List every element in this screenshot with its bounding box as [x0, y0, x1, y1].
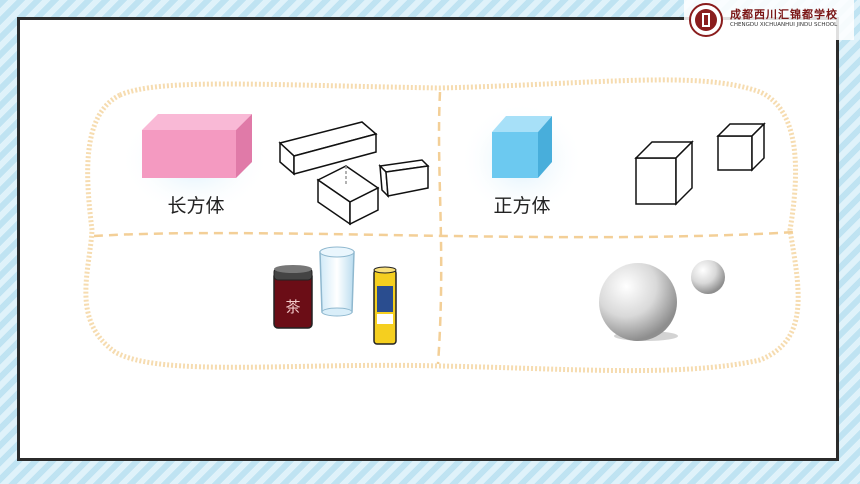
blue-cube-icon	[492, 116, 552, 178]
vertical-divider	[436, 91, 443, 365]
school-name-cn: 成都西川汇锦都学校	[730, 8, 838, 21]
cube-label: 正方体	[493, 195, 550, 217]
horizontal-divider	[93, 230, 797, 239]
large-sphere-icon	[599, 263, 678, 341]
small-sphere-icon	[691, 260, 725, 294]
school-logo: 成都西川汇锦都学校 CHENGDU XICHUANHUI JINDU SCHOO…	[684, 0, 854, 40]
school-seal-icon	[689, 3, 723, 37]
glass-cup-icon	[319, 246, 355, 317]
tea-can-icon: 茶	[273, 265, 313, 329]
pink-cuboid-icon	[142, 114, 252, 178]
wireframe-cuboid-1-icon	[278, 121, 378, 176]
wireframe-cube-1-icon	[634, 140, 694, 206]
yellow-tube-icon	[373, 266, 397, 345]
school-name-en: CHENGDU XICHUANHUI JINDU SCHOOL	[730, 22, 838, 28]
wireframe-cube-2-icon	[716, 122, 766, 172]
cuboid-label: 长方体	[167, 195, 224, 217]
tea-char: 茶	[285, 298, 300, 316]
wireframe-cuboid-3-icon	[378, 159, 430, 198]
wireframe-cuboid-2-icon	[316, 165, 380, 226]
